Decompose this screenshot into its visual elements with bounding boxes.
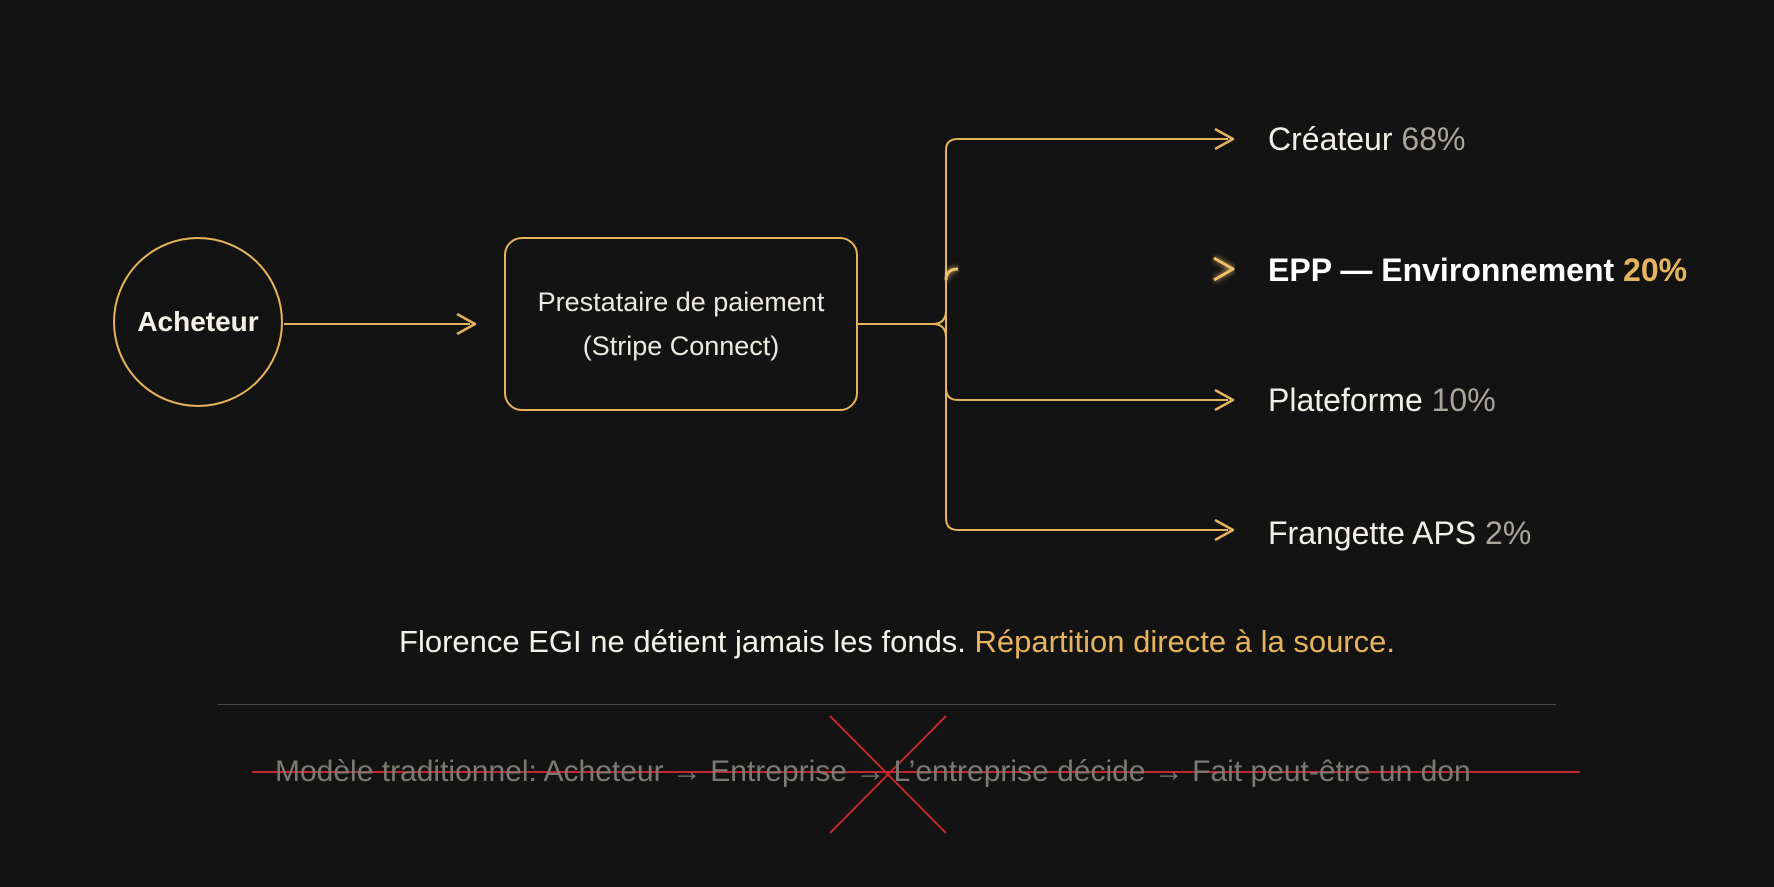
destination-label: Plateforme (1268, 382, 1423, 418)
tagline: Florence EGI ne détient jamais les fonds… (0, 624, 1774, 660)
arrow-right-icon (1214, 127, 1235, 151)
processor-label-line2: (Stripe Connect) (582, 331, 780, 361)
destination-label: Frangette APS (1268, 515, 1477, 551)
traditional-model-text: Modèle traditionnel: Acheteur → Entrepri… (275, 755, 1471, 788)
destination-plateforme: Plateforme 10% (1268, 380, 1496, 420)
destination-label: Créateur (1268, 121, 1393, 157)
split-trunk (945, 138, 959, 531)
destination-percent: 10% (1431, 382, 1496, 418)
destination-createur: Créateur 68% (1268, 119, 1465, 159)
tagline-main: Florence EGI ne détient jamais les fonds… (399, 624, 966, 659)
arrow-right-icon (1214, 518, 1235, 542)
arrow-right-icon (1213, 256, 1235, 282)
arrow-right-icon (1214, 388, 1235, 412)
destination-percent: 20% (1623, 252, 1688, 288)
arrow-right-icon (456, 312, 477, 336)
payment-processor-node: Prestataire de paiement (Stripe Connect) (504, 237, 858, 411)
destination-percent: 2% (1485, 515, 1532, 551)
destination-label: EPP — Environnement (1268, 252, 1615, 288)
processor-label-line1: Prestataire de paiement (537, 287, 825, 317)
branch-plateforme-curve (945, 387, 959, 401)
buyer-node: Acheteur (113, 237, 283, 407)
tagline-accent: Répartition directe à la source. (974, 624, 1395, 659)
divider (218, 704, 1556, 705)
destination-percent: 68% (1401, 121, 1466, 157)
branch-epp-curve (944, 267, 959, 281)
split-join-curve (932, 311, 947, 337)
destination-epp: EPP — Environnement 20% (1268, 250, 1687, 290)
red-x-cross-icon (829, 715, 947, 834)
buyer-label: Acheteur (137, 306, 259, 337)
destination-frangette: Frangette APS 2% (1268, 513, 1531, 553)
